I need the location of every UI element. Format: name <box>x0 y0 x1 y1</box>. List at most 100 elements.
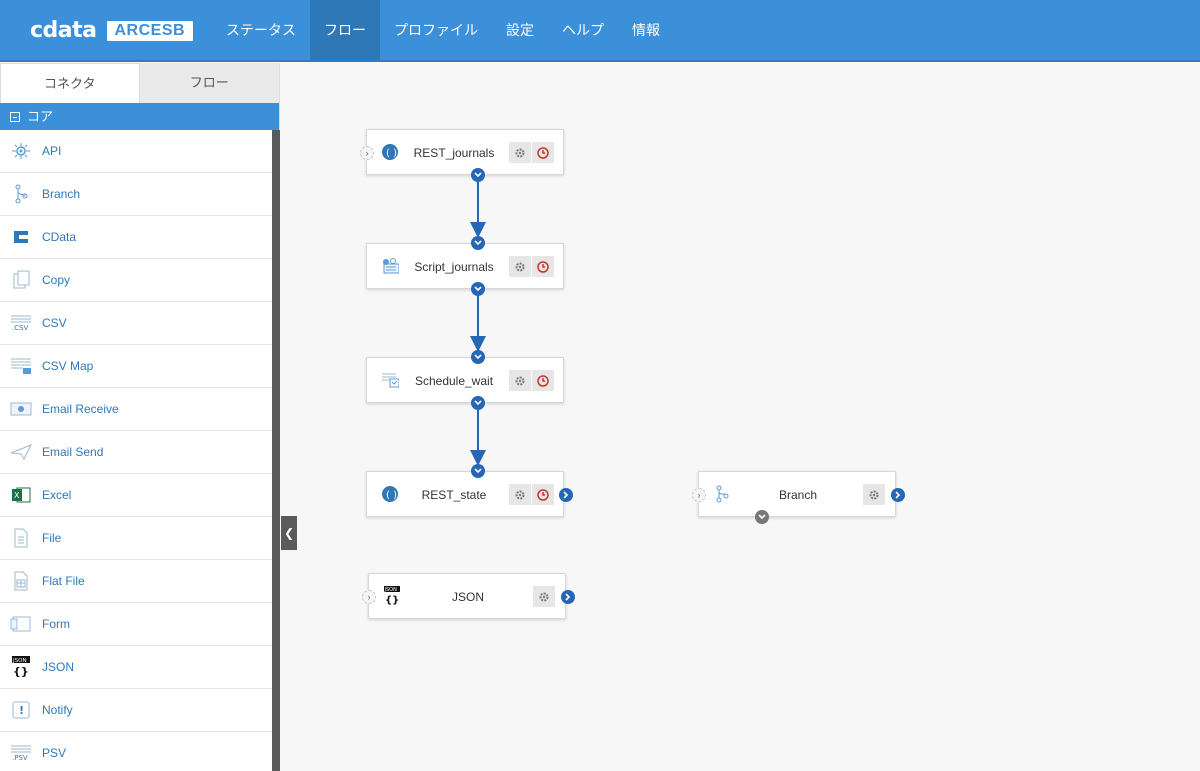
output-port-bottom[interactable] <box>471 282 485 296</box>
app-logo[interactable]: cdata ARCESB <box>30 18 194 43</box>
output-port-right[interactable] <box>561 590 575 604</box>
chevron-right-icon <box>563 491 569 499</box>
tab-flows[interactable]: フロー <box>189 75 229 90</box>
section-core-label: コア <box>27 109 54 124</box>
connector-item-file[interactable]: File <box>0 517 272 560</box>
node-settings-button[interactable] <box>509 256 531 277</box>
output-port-right[interactable] <box>559 488 573 502</box>
node-settings-button[interactable] <box>863 484 885 505</box>
nav-profile[interactable]: プロファイル <box>394 22 478 38</box>
connector-item-csv[interactable]: .CSV CSV <box>0 302 272 345</box>
connector-label: CSV Map <box>42 359 94 373</box>
connector-label: File <box>42 531 62 545</box>
clock-icon <box>537 488 549 501</box>
input-port[interactable]: › <box>692 488 706 502</box>
connector-item-psv[interactable]: .PSV PSV <box>0 732 272 771</box>
node-stop-button[interactable] <box>532 370 554 391</box>
connector-item-email-send[interactable]: Email Send <box>0 431 272 474</box>
flow-canvas[interactable]: › ( ) REST_journals Script_journals Sche… <box>281 63 1200 771</box>
node-settings-button[interactable] <box>509 142 531 163</box>
flow-node-schedule-wait[interactable]: Schedule_wait <box>366 350 564 410</box>
top-navbar: cdata ARCESB ステータス フロー プロファイル 設定 ヘルプ 情報 <box>0 0 1200 62</box>
logo-cdata-text: cdata <box>30 18 97 43</box>
connector-label: Form <box>42 617 70 631</box>
node-settings-button[interactable] <box>533 586 555 607</box>
clock-icon <box>537 374 549 387</box>
input-port-top[interactable] <box>471 350 485 364</box>
svg-text:!: ! <box>19 704 24 717</box>
flow-node-rest-journals[interactable]: › ( ) REST_journals <box>360 129 564 182</box>
output-port-bottom[interactable] <box>471 396 485 410</box>
svg-text:JSON: JSON <box>384 587 398 593</box>
tab-connectors[interactable]: コネクタ <box>0 63 140 103</box>
connector-label: CSV <box>42 316 67 330</box>
section-core-header[interactable]: コア <box>0 103 279 130</box>
nav-settings[interactable]: 設定 <box>506 22 534 38</box>
node-label: Script_journals <box>414 260 494 274</box>
cdata-icon <box>10 227 32 247</box>
output-port-bottom-else[interactable] <box>755 510 769 524</box>
connector-label: API <box>42 144 62 158</box>
input-port-top[interactable] <box>471 236 485 250</box>
sidebar-scrollbar[interactable] <box>272 130 280 771</box>
sidebar-tabs: コネクタ フロー <box>0 63 279 103</box>
flat-file-icon <box>10 571 32 591</box>
connector-list: API Branch CData Copy .CSV CSV CSV Map E… <box>0 130 272 771</box>
connector-label: Copy <box>42 273 71 287</box>
connector-label: Email Receive <box>42 402 119 416</box>
main-nav: ステータス フロー プロファイル 設定 ヘルプ 情報 <box>212 0 674 62</box>
node-settings-button[interactable] <box>509 370 531 391</box>
chevron-down-icon <box>474 400 482 406</box>
node-stop-button[interactable] <box>532 256 554 277</box>
connector-item-notify[interactable]: ! Notify <box>0 689 272 732</box>
node-settings-button[interactable] <box>509 484 531 505</box>
nav-flow[interactable]: フロー <box>310 0 380 60</box>
connector-sidebar: コネクタ フロー コア API Branch CData Copy .CSV C… <box>0 63 280 771</box>
email-send-icon <box>10 442 32 462</box>
connector-item-email-receive[interactable]: Email Receive <box>0 388 272 431</box>
connector-item-api[interactable]: API <box>0 130 272 173</box>
schedule-icon <box>381 371 399 389</box>
connector-label: JSON <box>42 660 75 674</box>
connector-item-cdata[interactable]: CData <box>0 216 272 259</box>
connector-item-copy[interactable]: Copy <box>0 259 272 302</box>
input-port[interactable]: › <box>362 590 376 604</box>
connector-label: Branch <box>42 187 81 201</box>
svg-text:( ): ( ) <box>386 148 397 159</box>
flow-node-script-journals[interactable]: Script_journals <box>366 236 564 296</box>
collapse-sidebar-button[interactable]: ❮ <box>281 516 297 550</box>
nav-info[interactable]: 情報 <box>632 22 660 38</box>
nav-status[interactable]: ステータス <box>226 22 296 38</box>
connector-item-form[interactable]: Form <box>0 603 272 646</box>
flow-node-json[interactable]: › JSON {} JSON <box>362 573 575 619</box>
copy-icon <box>10 270 32 290</box>
input-port[interactable]: › <box>360 146 374 160</box>
flow-node-rest-state[interactable]: ( ) REST_state <box>366 464 573 517</box>
connector-item-excel[interactable]: X Excel <box>0 474 272 517</box>
chevron-right-icon <box>565 593 571 601</box>
chevron-down-icon <box>474 468 482 474</box>
email-receive-icon <box>10 399 32 419</box>
nav-help[interactable]: ヘルプ <box>562 22 604 38</box>
svg-text:.PSV: .PSV <box>12 754 28 762</box>
output-port-bottom[interactable] <box>471 168 485 182</box>
connector-label: Notify <box>42 703 73 717</box>
node-stop-button[interactable] <box>532 142 554 163</box>
json-icon: JSON{} <box>10 656 32 678</box>
connector-item-csv-map[interactable]: CSV Map <box>0 345 272 388</box>
json-icon: JSON {} <box>383 586 401 606</box>
branch-icon <box>10 184 32 204</box>
node-stop-button[interactable] <box>532 484 554 505</box>
svg-text:{}: {} <box>385 595 399 606</box>
input-port-top[interactable] <box>471 464 485 478</box>
flow-node-branch[interactable]: › Branch <box>692 471 905 524</box>
connector-item-json[interactable]: JSON{} JSON <box>0 646 272 689</box>
gear-icon <box>515 376 525 385</box>
svg-text:.CSV: .CSV <box>12 324 29 332</box>
connector-item-branch[interactable]: Branch <box>0 173 272 216</box>
branch-icon <box>713 485 731 503</box>
connector-item-flat-file[interactable]: Flat File <box>0 560 272 603</box>
gear-icon <box>515 262 525 271</box>
output-port-right[interactable] <box>891 488 905 502</box>
node-label: JSON <box>451 590 484 604</box>
